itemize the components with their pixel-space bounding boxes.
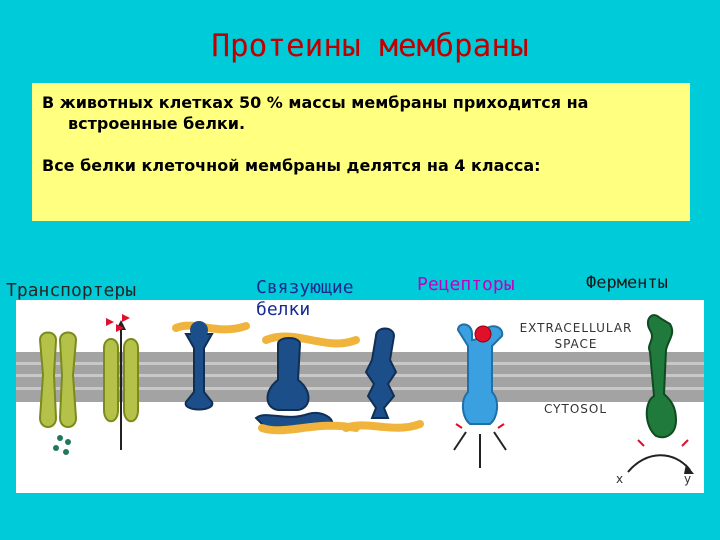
- product-y-label: y: [684, 472, 691, 486]
- membrane-stripe-top: [16, 362, 704, 365]
- extracellular-space-label: EXTRACELLULAR SPACE: [506, 320, 646, 352]
- membrane-stripe-mid: [16, 374, 704, 377]
- transporters-label: Транспортеры: [6, 280, 136, 302]
- membrane-stripe-bottom: [16, 387, 704, 390]
- classes-paragraph: Все белки клеточной мембраны делятся на …: [42, 155, 680, 176]
- membrane-diagram: EXTRACELLULAR SPACE CYTOSOL x y: [16, 300, 704, 493]
- ligand-icon: [475, 326, 491, 342]
- enzymes-label: Ферменты: [586, 272, 668, 294]
- slide-title: Протеины мембраны: [0, 28, 720, 64]
- intro-paragraph: В животных клетках 50 % массы мембраны п…: [42, 92, 680, 134]
- transporter-pump: [104, 314, 138, 450]
- substrate-x-label: x: [616, 472, 623, 486]
- receptors-label: Рецепторы: [417, 274, 515, 296]
- intro-textbox: В животных клетках 50 % массы мембраны п…: [32, 83, 690, 221]
- binding-proteins-label: Связующие белки: [256, 277, 406, 321]
- cytosol-label: CYTOSOL: [544, 402, 607, 416]
